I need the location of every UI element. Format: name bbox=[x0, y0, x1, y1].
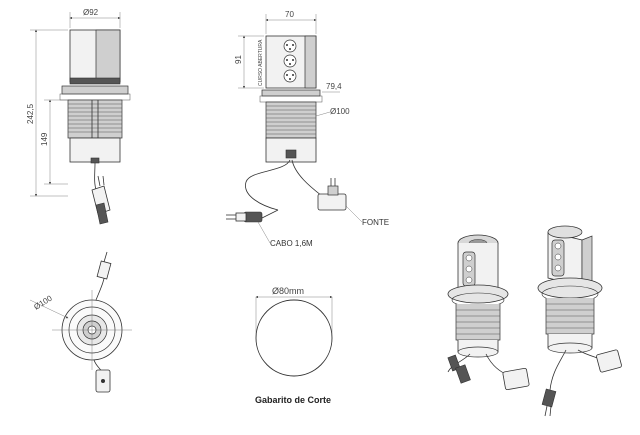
front-plug bbox=[91, 175, 111, 225]
top-diameter-label: Ø100 bbox=[32, 293, 54, 311]
side-dim-width: 70 bbox=[265, 10, 317, 34]
side-cable-exit bbox=[285, 149, 297, 159]
cut-circle bbox=[255, 299, 333, 377]
side-outlet-2 bbox=[283, 54, 297, 68]
side-width-label: 70 bbox=[285, 10, 294, 19]
side-flange bbox=[261, 89, 321, 97]
side-tower-edge bbox=[304, 35, 317, 89]
side-height-label: 91 bbox=[234, 55, 243, 64]
side-power-source bbox=[317, 178, 347, 211]
side-cable-source bbox=[291, 159, 323, 197]
top-dim-diameter: Ø100 bbox=[29, 293, 69, 319]
iso-view-open bbox=[537, 225, 622, 417]
front-body-height-label: 149 bbox=[40, 132, 49, 146]
label-fonte: FONTE bbox=[362, 218, 389, 227]
side-cable-loop bbox=[245, 159, 291, 211]
top-view: Ø100 bbox=[29, 251, 132, 393]
front-top-base bbox=[69, 77, 121, 85]
side-dim-height: 91 bbox=[234, 35, 264, 89]
side-dim-cylinder: Ø100 bbox=[315, 107, 350, 117]
side-thread bbox=[265, 101, 317, 139]
side-dim-collar: 79,4 bbox=[322, 82, 342, 93]
cut-diameter-label: Ø80mm bbox=[272, 286, 304, 296]
front-cable-exit bbox=[90, 157, 100, 164]
front-flange bbox=[61, 85, 129, 95]
front-dim-total-height: 242,5 bbox=[26, 29, 68, 197]
front-dim-width: Ø92 bbox=[69, 8, 121, 28]
side-flange-lower bbox=[259, 95, 323, 103]
top-plug bbox=[96, 251, 112, 280]
front-dim-body-height: 149 bbox=[40, 99, 68, 185]
front-width-label: Ø92 bbox=[83, 8, 99, 17]
front-view: Ø92 242,5 149 bbox=[26, 8, 131, 225]
cut-caption: Gabarito de Corte bbox=[255, 395, 331, 405]
side-view: CURSO ABERTURA bbox=[226, 10, 389, 248]
side-collar-label: 79,4 bbox=[326, 82, 342, 91]
side-outlet-3 bbox=[283, 69, 297, 83]
label-cabo: CABO 1,6M bbox=[270, 239, 313, 248]
front-total-height-label: 242,5 bbox=[26, 103, 35, 124]
side-cable-plug bbox=[261, 209, 279, 219]
front-flange-lower bbox=[59, 93, 131, 101]
side-plug bbox=[226, 211, 263, 223]
side-vertical-text: CURSO ABERTURA bbox=[258, 39, 264, 86]
cut-template: Ø80mm Gabarito de Corte bbox=[255, 286, 333, 405]
side-cylinder-label: Ø100 bbox=[330, 107, 350, 116]
iso-view-closed bbox=[447, 234, 530, 391]
front-thread bbox=[67, 99, 123, 139]
side-outlet-1 bbox=[283, 39, 297, 53]
front-top-shade bbox=[95, 29, 121, 83]
top-lower-plug bbox=[95, 369, 111, 393]
